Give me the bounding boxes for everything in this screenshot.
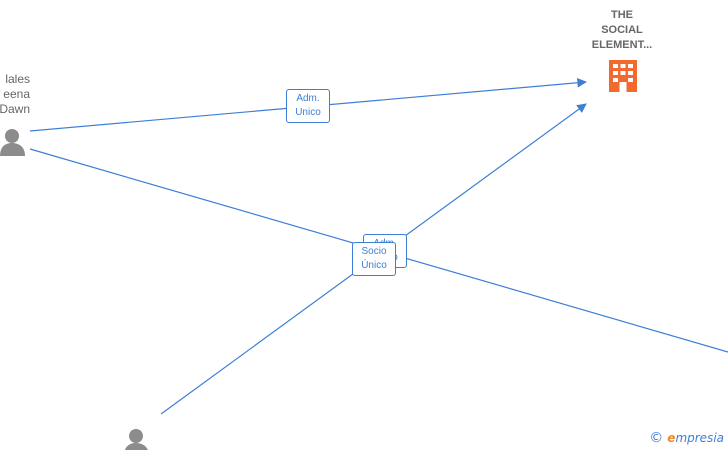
company-name-line: SOCIAL [601,24,643,36]
edge-label-line: Único [361,260,387,271]
edge-label-adm-unico[interactable]: Adm. Unico [286,89,330,123]
brand-logo: empresia [667,431,724,445]
person-icon-bottom[interactable] [124,429,149,450]
edge-label-line: Unico [295,107,321,118]
person-icon[interactable] [0,129,25,156]
edge-label-line: Adm. [296,93,320,104]
empresia-watermark: © empresia [649,430,724,446]
company-icon[interactable] [609,60,637,92]
copyright-icon: © [649,430,664,446]
person-name-line: lales [5,72,30,86]
edge-label-socio-unico[interactable]: Socio Único [352,242,396,276]
company-name-line: ELEMENT... [591,39,653,51]
company-name[interactable]: THE SOCIAL ELEMENT... [572,8,672,53]
brand-name: mpresia [675,431,724,445]
person-name[interactable]: lales eena Dawn [0,72,30,117]
edge-label-line: Socio [361,246,387,257]
brand-initial: e [667,431,676,445]
person-name-line: eena [3,87,30,101]
person-name-line: Dawn [0,102,30,116]
company-name-line: THE [611,9,633,21]
